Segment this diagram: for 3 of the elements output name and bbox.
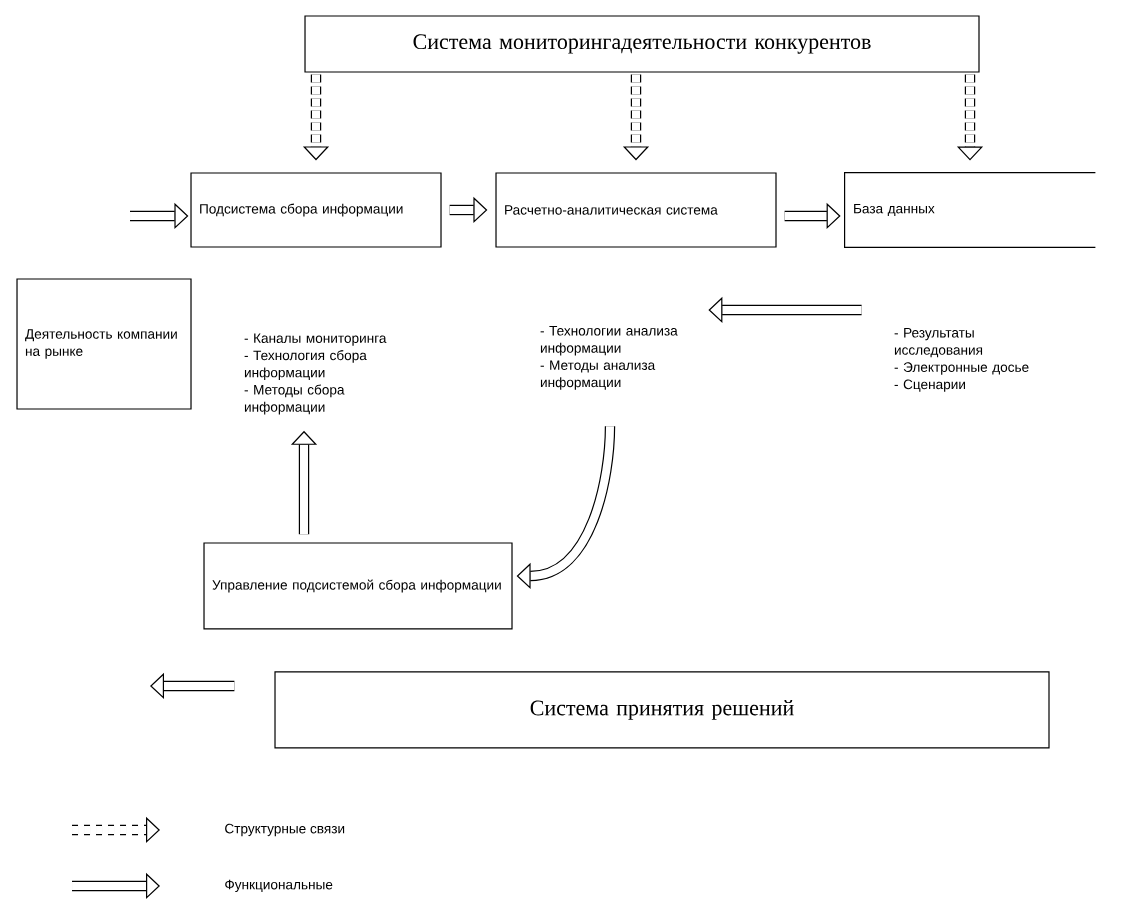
process-box: Система мониторингадеятельности конкурентов	[304, 15, 980, 73]
arrow	[516, 426, 616, 590]
process-box: Система принятия решений	[274, 671, 1050, 749]
